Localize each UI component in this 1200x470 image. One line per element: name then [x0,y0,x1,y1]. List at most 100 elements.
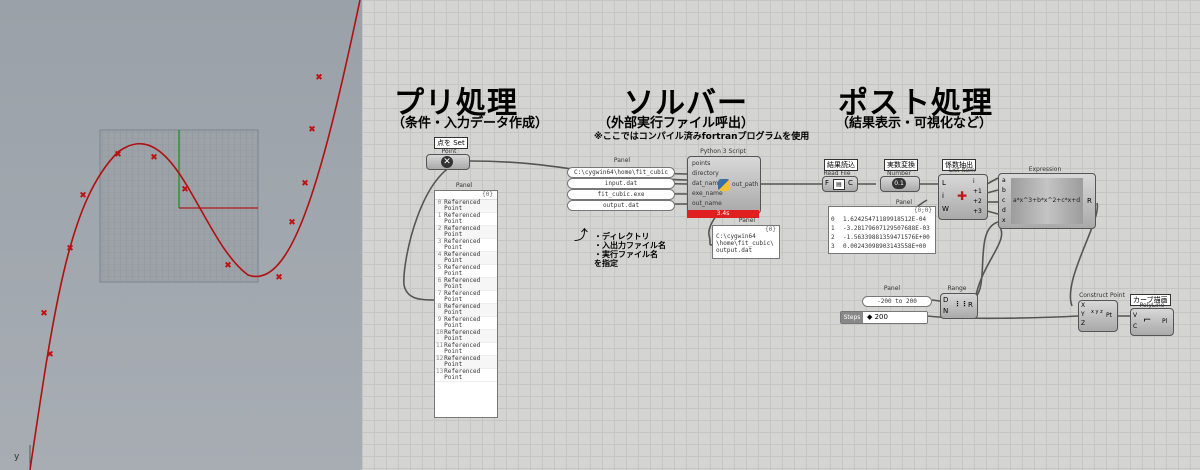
heading-solver: ソルバー [624,86,748,121]
heading-post-processing: ポスト処理 [838,86,993,121]
number-component[interactable]: 0.1 [880,176,920,192]
sample-point-marker[interactable]: ✖ [224,261,232,271]
sample-point-marker[interactable]: ✖ [275,273,283,283]
directory-field[interactable]: C:\cygwin64\home\fit_cubic [567,167,675,178]
sample-points: ✖ ✖ ✖ ✖ ✖ ✖ ✖ ✖ ✖ ✖ ✖ ✖ ✖ [40,73,323,360]
sample-point-marker[interactable]: ✖ [46,350,54,360]
sample-point-marker[interactable]: ✖ [301,179,309,189]
expression-input-d[interactable]: d [1002,207,1006,214]
range-icon: ⋮⋮ [954,300,968,308]
polyline-component[interactable]: V C ⌐ Pl [1130,308,1174,336]
listitem-label: List Item [948,167,976,174]
python-input-dat_name[interactable]: dat_name [692,180,722,187]
expression-input-a[interactable]: a [1002,177,1006,184]
listitem-input-i[interactable]: i [942,192,944,200]
ref-panel-title: Panel [455,182,473,189]
listitem-output[interactable]: +2 [973,198,982,205]
output-path-panel[interactable]: {0} C:\cygwin64\home\fit_cubic\output.da… [712,225,780,259]
sample-point-marker[interactable]: ✖ [288,218,296,228]
sample-point-marker[interactable]: ✖ [181,185,189,195]
steps-slider[interactable]: Steps ◆ 200 [840,311,928,324]
subheading-solver: （外部実行ファイル呼出） [598,116,755,131]
out-name-field[interactable]: output.dat [567,200,675,211]
expression-input-b[interactable]: b [1002,187,1006,194]
expression-title: Expression [1028,166,1062,173]
listitem-tag: 係数抽出 [942,159,976,171]
python-input-directory[interactable]: directory [692,170,719,177]
readfile-label: Read File [823,170,851,177]
out-panel-title: Panel [738,217,756,224]
rhino-viewport[interactable]: ✖ ✖ ✖ ✖ ✖ ✖ ✖ ✖ ✖ ✖ ✖ ✖ ✖ y [0,0,362,470]
coefficient-row: 2-1.56339881359471576E+00 [831,234,930,241]
point-label: Point [441,148,457,155]
ref-panel-count: {0} [435,191,497,200]
file-icon: ▤ [833,179,845,190]
python-icon [718,179,730,191]
polyline-label: PolyLine [1139,302,1165,309]
range-component[interactable]: D N ⋮⋮ R [940,293,978,319]
point-tag: 点を Set [434,137,468,149]
polyline-tag: カーブ描画 [1130,294,1171,306]
subheading-pre-processing: （条件・入力データ作成） [392,116,549,131]
sample-point-marker[interactable]: ✖ [150,153,158,163]
listitem-output[interactable]: +3 [973,208,982,215]
input-panel-title: Panel [613,157,631,164]
subheading-post-processing: （結果表示・可視化など） [836,116,993,131]
point-component[interactable]: ✕ [426,154,470,170]
python-input-exe_name[interactable]: exe_name [692,190,723,197]
axis-label-y: y [14,452,20,462]
construct-title: Construct Point [1079,292,1125,299]
expression-formula: a*x^3+b*x^2+c*x+d [1013,197,1081,204]
arrow-up-icon: ⤴ [574,228,588,244]
sample-point-marker[interactable]: ✖ [315,73,323,83]
list-item-icon: ✚ [957,189,968,203]
listitem-output[interactable]: +1 [973,188,982,195]
heading-pre-processing: プリ処理 [394,86,518,121]
sample-point-marker[interactable]: ✖ [66,244,74,254]
construct-point-icon: x y z [1091,309,1103,315]
viewport-drawing: ✖ ✖ ✖ ✖ ✖ ✖ ✖ ✖ ✖ ✖ ✖ ✖ ✖ [29,0,361,470]
listitem-input-L[interactable]: L [942,179,946,187]
readfile-tag: 結果読込 [824,159,858,171]
polyline-icon: ⌐ [1143,315,1152,326]
python-input-points[interactable]: points [692,160,711,167]
exe-name-field[interactable]: fit_cubic.exe [567,189,675,200]
readfile-component[interactable]: F ▤ C [822,176,858,192]
sample-point-marker[interactable]: ✖ [40,309,48,319]
sample-point-marker[interactable]: ✖ [308,125,316,135]
python-status-bar: 3.4s [687,210,759,218]
sample-point-marker[interactable]: ✖ [79,191,87,201]
python-input-out_name[interactable]: out_name [692,200,722,207]
dat-name-field[interactable]: input.dat [567,178,675,189]
annotation: ・ディレクトリ・入出力ファイル名・実行ファイル名を指定 [594,232,666,268]
expression-input-x[interactable]: x [1002,217,1006,224]
grasshopper-canvas[interactable]: プリ処理 （条件・入力データ作成） ソルバー （外部実行ファイル呼出） ※ここで… [362,0,1200,470]
coeff-panel-title: Panel [895,199,913,206]
listitem-input-W[interactable]: W [942,205,949,213]
expression-input-c[interactable]: c [1002,197,1006,204]
listitem-output[interactable]: i [973,178,975,185]
number-tag: 実数変換 [884,159,918,171]
range-domain-field[interactable]: -200 to 200 [862,296,932,307]
sample-point-marker[interactable]: ✖ [114,150,122,160]
construct-point-component[interactable]: X Y Z x y z Pt [1078,300,1118,332]
